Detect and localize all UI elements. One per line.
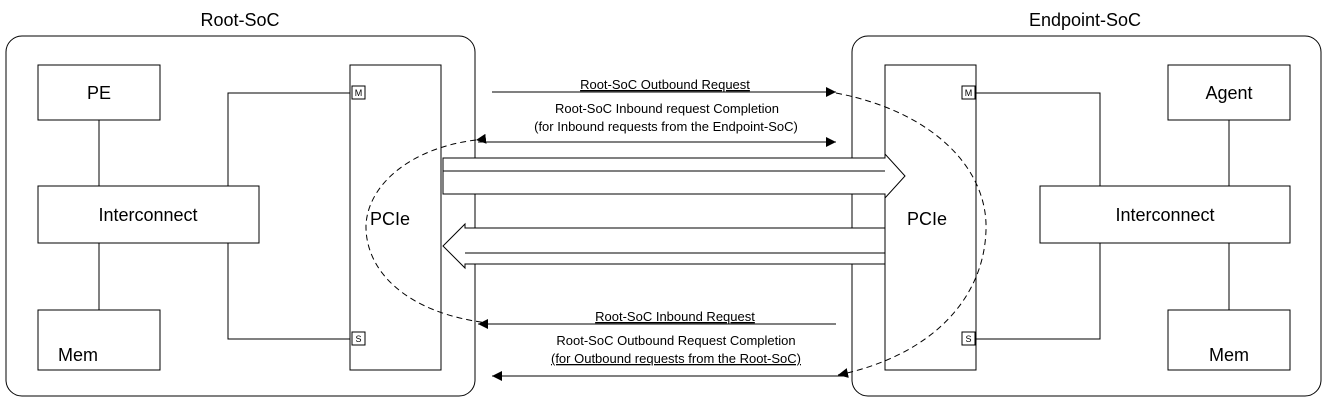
root-pe-box (37, 64, 161, 121)
endpoint-pcie-master-port (961, 85, 976, 100)
root-pcie-slave-port (351, 331, 366, 346)
root-pcie-label: PCIe (370, 209, 410, 229)
root-pcie-box (349, 64, 442, 371)
endpoint-agent-label: Agent (1205, 83, 1252, 103)
inbound-link-arrow (442, 222, 886, 270)
root-pe-label: PE (87, 83, 111, 103)
root-mem-label: Mem (58, 345, 98, 365)
endpoint-mem-label: Mem (1209, 345, 1249, 365)
endpoint-pcie-box (884, 64, 977, 371)
endpoint-pcie-master-port-label: M (965, 88, 973, 98)
root-pcie-master-port (351, 85, 366, 100)
endpoint-interconnect-box (1039, 185, 1291, 244)
endpoint-side-dashed-loop (835, 92, 987, 378)
endpoint-pcie-slave-port-label: S (965, 334, 971, 344)
endpoint-agent-box (1167, 64, 1291, 121)
root-pcie-master-port-label: M (355, 88, 363, 98)
outbound-link-arrow (442, 152, 906, 200)
root-side-dashed-loop (365, 133, 489, 324)
endpoint-soc-title: Endpoint-SoC (1029, 10, 1141, 30)
top-label-inbound-completion: Root-SoC Inbound request Completion (555, 101, 779, 116)
root-pcie-slave-port-label: S (355, 334, 361, 344)
root-mem-box (37, 309, 161, 371)
root-interconnect-box (37, 185, 260, 244)
bottom-label-inbound-request: Root-SoC Inbound Request (595, 309, 755, 324)
root-interconnect-label: Interconnect (98, 205, 197, 225)
top-label-inbound-completion-note: (for Inbound requests from the Endpoint-… (534, 119, 798, 134)
bottom-label-outbound-completion-note: (for Outbound requests from the Root-SoC… (551, 351, 801, 366)
endpoint-pcie-slave-port (961, 331, 976, 346)
endpoint-mem-box (1167, 309, 1291, 371)
bottom-label-outbound-completion: Root-SoC Outbound Request Completion (556, 333, 795, 348)
endpoint-pcie-label: PCIe (907, 209, 947, 229)
root-soc-title: Root-SoC (200, 10, 279, 30)
endpoint-interconnect-label: Interconnect (1115, 205, 1214, 225)
top-label-outbound-request: Root-SoC Outbound Request (580, 77, 750, 92)
